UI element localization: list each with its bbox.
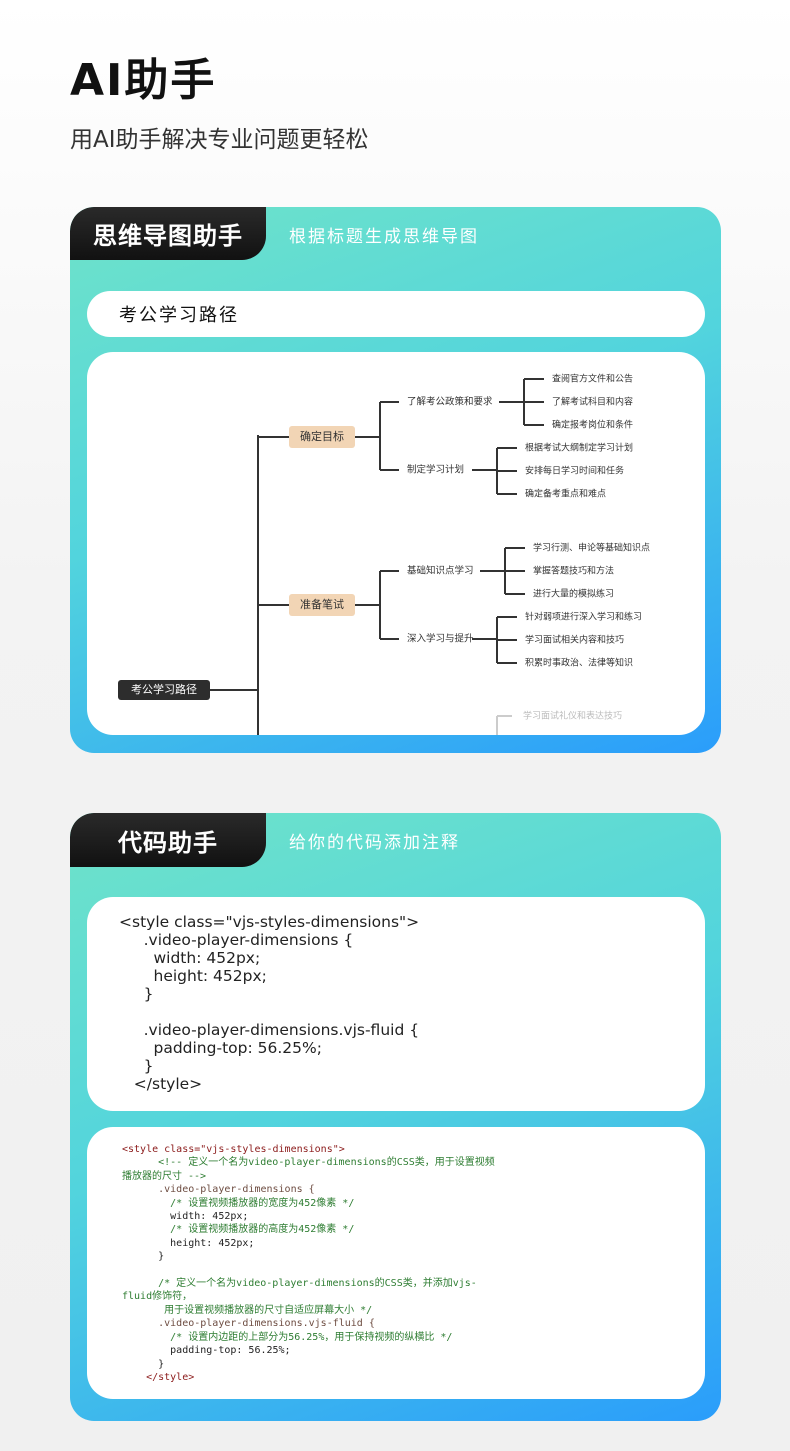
mindmap-child-label: 深入学习与提升 bbox=[407, 633, 474, 645]
mindmap-child-label: 了解考公政策和要求 bbox=[407, 396, 493, 408]
code-output-line: .video-player-dimensions { bbox=[122, 1184, 315, 1196]
mindmap-leaf-label: 确定报考岗位和条件 bbox=[552, 419, 633, 431]
topic-input[interactable]: 考公学习路径 bbox=[87, 291, 705, 337]
mindmap-branch-label: 确定目标 bbox=[300, 429, 344, 443]
mindmap-assistant-card: 思维导图助手 根据标题生成思维导图 考公学习路径 考公学习路径确定目标了解考公政… bbox=[70, 207, 721, 753]
code-output-line: padding-top: 56.25%; bbox=[122, 1345, 291, 1357]
code-output-line: </style> bbox=[122, 1371, 195, 1383]
code-input-line: .video-player-dimensions.vjs-fluid { bbox=[119, 1021, 420, 1039]
mindmap-leaf-label: 确定备考重点和难点 bbox=[525, 488, 606, 500]
code-output-line: 播放器的尺寸 --> bbox=[122, 1170, 207, 1182]
code-input-line bbox=[119, 1003, 705, 1021]
mindmap-faded-leaf-label: 学习面试礼仪和表达技巧 bbox=[523, 710, 622, 722]
mindmap-leaf-label: 了解考试科目和内容 bbox=[552, 396, 633, 408]
code-output-line: /* 设置内边距的上部分为56.25%，用于保持视频的纵横比 */ bbox=[122, 1331, 453, 1343]
mindmap-leaf-label: 掌握答题技巧和方法 bbox=[533, 565, 614, 577]
code-output-panel: <style class="vjs-styles-dimensions"> <!… bbox=[87, 1127, 705, 1399]
code-output-line: .video-player-dimensions.vjs-fluid { bbox=[122, 1318, 375, 1330]
code-output-line: <!-- 定义一个名为video-player-dimensions的CSS类，… bbox=[122, 1157, 495, 1169]
code-assistant-tab[interactable]: 代码助手 bbox=[70, 813, 266, 867]
mindmap-leaf-label: 查阅官方文件和公告 bbox=[552, 373, 633, 385]
code-input-line: .video-player-dimensions { bbox=[119, 931, 354, 949]
mindmap-child-label: 基础知识点学习 bbox=[407, 565, 474, 577]
mindmap-root-node bbox=[118, 680, 210, 700]
code-output-line: } bbox=[122, 1251, 165, 1263]
code-output-line: } bbox=[122, 1358, 165, 1370]
code-input-line: <style class="vjs-styles-dimensions"> bbox=[119, 913, 420, 931]
code-output-line bbox=[122, 1264, 705, 1277]
page-subtitle: 用AI助手解决专业问题更轻松 bbox=[70, 127, 369, 153]
mindmap-panel: 考公学习路径 确定目标 了解考公政策和要求 查阅官方文件和公告了解考试科目和内容确定报… bbox=[87, 352, 705, 735]
code-input-line: height: 452px; bbox=[119, 967, 267, 985]
mindmap-leaf-label: 针对弱项进行深入学习和练习 bbox=[525, 611, 642, 623]
mindmap-leaf-label: 根据考试大纲制定学习计划 bbox=[525, 442, 633, 454]
code-output-line: fluid修饰符， bbox=[122, 1291, 193, 1303]
code-output-line: height: 452px; bbox=[122, 1237, 255, 1249]
code-input-line: } bbox=[119, 1057, 154, 1075]
code-output-line: /* 设置视频播放器的高度为452像素 */ bbox=[122, 1224, 355, 1236]
mindmap-leaf-label: 学习行测、申论等基础知识点 bbox=[533, 542, 650, 554]
code-input-line: </style> bbox=[119, 1075, 203, 1093]
code-input-line: width: 452px; bbox=[119, 949, 261, 967]
mindmap-leaf-label: 积累时事政治、法律等知识 bbox=[525, 657, 633, 669]
code-output-line: 用于设置视频播放器的尺寸自适应屏幕大小 */ bbox=[122, 1304, 373, 1316]
mindmap-branch-label: 准备笔试 bbox=[300, 597, 344, 611]
mindmap-child-label: 制定学习计划 bbox=[407, 464, 464, 476]
mindmap-assistant-tab[interactable]: 思维导图助手 bbox=[70, 207, 266, 260]
mindmap-branch-node bbox=[289, 594, 355, 616]
code-assistant-card: 代码助手 给你的代码添加注释 <style class="vjs-styles-… bbox=[70, 813, 721, 1421]
mindmap-branch-node bbox=[289, 426, 355, 448]
code-output-line: width: 452px; bbox=[122, 1211, 249, 1223]
mindmap-leaf-label: 进行大量的模拟练习 bbox=[533, 588, 614, 600]
mindmap-leaf-label: 安排每日学习时间和任务 bbox=[525, 465, 624, 477]
code-output-line: /* 定义一个名为video-player-dimensions的CSS类，并添… bbox=[122, 1278, 477, 1290]
mindmap-root-label: 考公学习路径 bbox=[131, 682, 197, 696]
page-title: AI助手 bbox=[70, 55, 217, 106]
mindmap-assistant-description: 根据标题生成思维导图 bbox=[289, 227, 479, 247]
mindmap-leaf-label: 学习面试相关内容和技巧 bbox=[525, 634, 624, 646]
code-input-line: padding-top: 56.25%; bbox=[119, 1039, 322, 1057]
code-assistant-description: 给你的代码添加注释 bbox=[289, 833, 460, 853]
code-output-line: <style class="vjs-styles-dimensions"> bbox=[122, 1144, 345, 1155]
code-output-line: /* 设置视频播放器的宽度为452像素 */ bbox=[122, 1197, 355, 1209]
code-input-panel[interactable]: <style class="vjs-styles-dimensions"> .v… bbox=[87, 897, 705, 1111]
code-input-line: } bbox=[119, 985, 154, 1003]
mindmap-diagram: 考公学习路径 确定目标 了解考公政策和要求 查阅官方文件和公告了解考试科目和内容确定报… bbox=[118, 373, 650, 735]
